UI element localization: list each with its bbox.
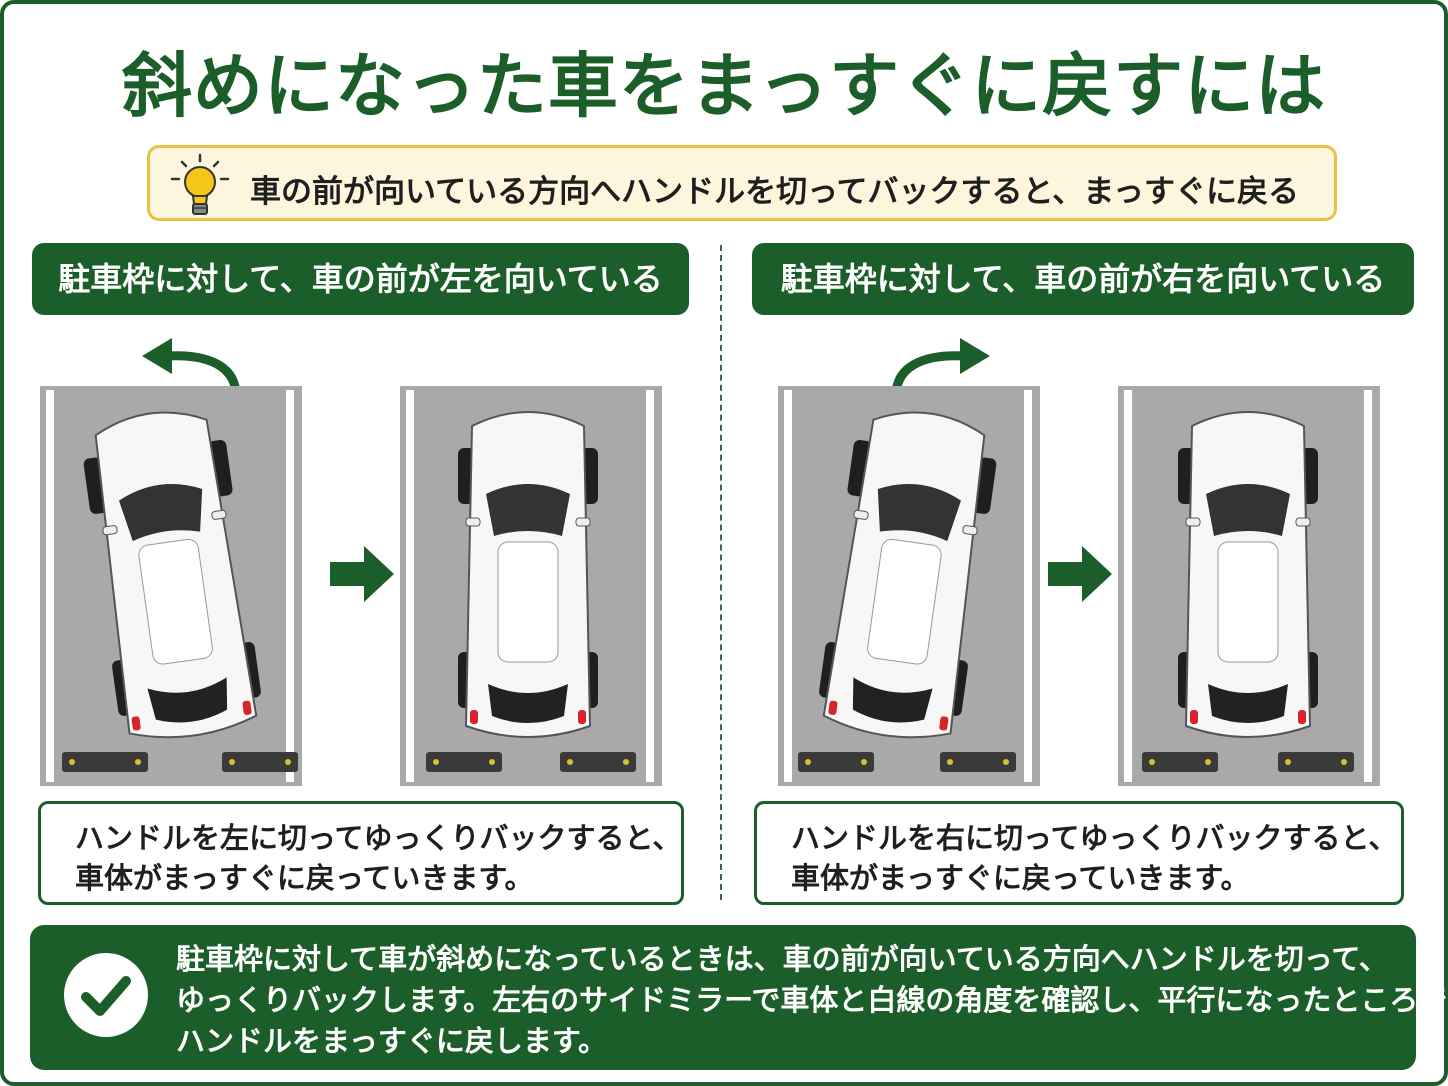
summary-text: 駐車枠に対して車が斜めになっているときは、車の前が向いている方向へハンドルを切っ… bbox=[176, 939, 1447, 1062]
tip-text: 車の前が向いている方向へハンドルを切ってバックすると、まっすぐに戻る bbox=[250, 174, 1300, 210]
next-step-arrow-icon bbox=[330, 546, 394, 602]
caption-right: ハンドルを右に切ってゆっくりバックすると、 車体がまっすぐに戻っていきます。 bbox=[754, 801, 1404, 905]
parking-lot-before-right bbox=[778, 386, 1040, 786]
tip-banner: 車の前が向いている方向へハンドルを切ってバックすると、まっすぐに戻る bbox=[147, 145, 1337, 221]
parking-lot-after-left bbox=[400, 386, 662, 786]
summary-line1: 駐車枠に対して車が斜めになっているときは、車の前が向いている方向へハンドルを切っ… bbox=[176, 942, 1388, 976]
check-icon bbox=[64, 953, 148, 1037]
summary-line3: ハンドルをまっすぐに戻します。 bbox=[176, 1024, 607, 1058]
caption-right-line2: 車体がまっすぐに戻っていきます。 bbox=[791, 861, 1250, 895]
caption-right-line1: ハンドルを右に切ってゆっくりバックすると、 bbox=[791, 821, 1398, 855]
summary-box: 駐車枠に対して車が斜めになっているときは、車の前が向いている方向へハンドルを切っ… bbox=[30, 925, 1447, 1070]
section-heading-right: 駐車枠に対して、車の前が右を向いている bbox=[752, 243, 1414, 315]
parking-lot-before-left bbox=[40, 386, 302, 786]
parking-lot-after-right bbox=[1118, 386, 1380, 786]
caption-left-line2: 車体がまっすぐに戻っていきます。 bbox=[75, 861, 534, 895]
section-heading-left: 駐車枠に対して、車の前が左を向いている bbox=[32, 243, 689, 315]
section-divider bbox=[720, 245, 722, 900]
lightbulb-icon bbox=[164, 152, 236, 220]
next-step-arrow-icon bbox=[1048, 546, 1112, 602]
summary-line2: ゆっくりバックします。左右のサイドミラーで車体と白線の角度を確認し、平行になった… bbox=[176, 983, 1448, 1017]
caption-left: ハンドルを左に切ってゆっくりバックすると、 車体がまっすぐに戻っていきます。 bbox=[38, 801, 684, 905]
caption-left-line1: ハンドルを左に切ってゆっくりバックすると、 bbox=[75, 821, 682, 855]
page-title: 斜めになった車をまっすぐに戻すには bbox=[121, 45, 1327, 127]
